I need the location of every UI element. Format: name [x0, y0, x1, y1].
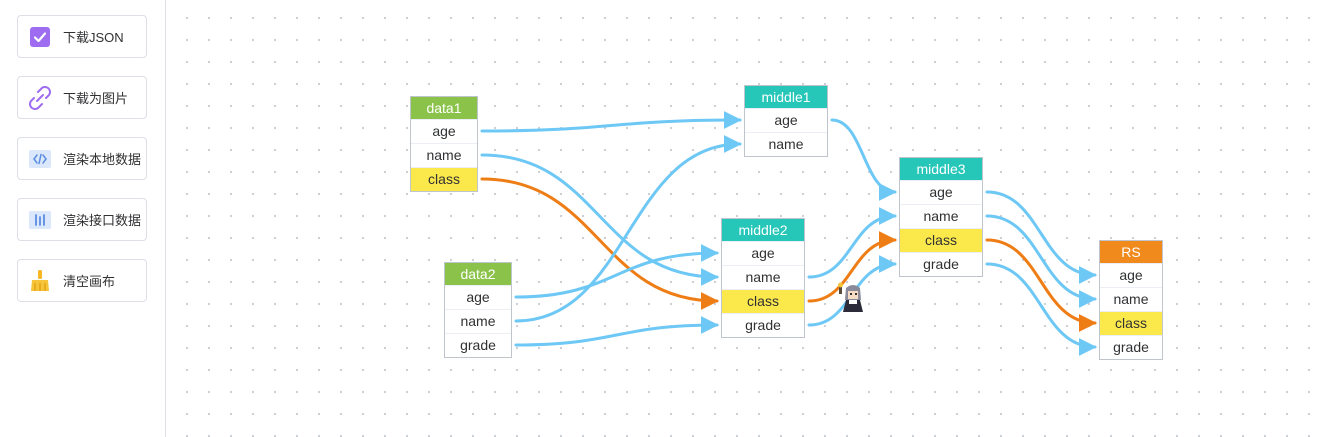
render-api-data-label: 渲染接口数据 — [63, 213, 142, 228]
field-grade[interactable]: grade — [1100, 335, 1162, 359]
node-data2[interactable]: data2 age name grade — [444, 262, 512, 358]
field-name[interactable]: name — [1100, 287, 1162, 311]
field-grade[interactable]: grade — [722, 313, 804, 337]
field-class[interactable]: class — [411, 167, 477, 191]
field-class[interactable]: class — [1100, 311, 1162, 335]
node-title[interactable]: middle3 — [900, 158, 982, 180]
render-api-data-button[interactable]: 渲染接口数据 — [17, 198, 147, 241]
mascot-cursor-icon — [838, 282, 863, 312]
clear-canvas-label: 清空画布 — [63, 274, 116, 289]
node-title[interactable]: middle2 — [722, 219, 804, 241]
node-middle1[interactable]: middle1 age name — [744, 85, 828, 157]
node-rs[interactable]: RS age name class grade — [1099, 240, 1163, 360]
bars-icon — [28, 208, 52, 232]
field-name[interactable]: name — [900, 204, 982, 228]
field-age[interactable]: age — [1100, 263, 1162, 287]
canvas-area[interactable] — [167, 0, 1325, 437]
render-local-data-label: 渲染本地数据 — [63, 152, 142, 167]
field-age[interactable]: age — [722, 241, 804, 265]
link-icon — [28, 85, 52, 110]
checkbox-icon — [28, 25, 52, 49]
node-middle3[interactable]: middle3 age name class grade — [899, 157, 983, 277]
node-title[interactable]: data1 — [411, 97, 477, 119]
field-class[interactable]: class — [900, 228, 982, 252]
node-title[interactable]: data2 — [445, 263, 511, 285]
node-middle2[interactable]: middle2 age name class grade — [721, 218, 805, 338]
field-age[interactable]: age — [745, 108, 827, 132]
toolbar-sidebar: 下载JSON 下载为图片 渲染本地数据 渲染接口数据 清空画布 — [0, 0, 166, 437]
field-age[interactable]: age — [411, 119, 477, 143]
field-age[interactable]: age — [900, 180, 982, 204]
node-data1[interactable]: data1 age name class — [410, 96, 478, 192]
node-title[interactable]: middle1 — [745, 86, 827, 108]
clear-canvas-button[interactable]: 清空画布 — [17, 259, 147, 302]
field-age[interactable]: age — [445, 285, 511, 309]
field-grade[interactable]: grade — [445, 333, 511, 357]
field-name[interactable]: name — [745, 132, 827, 156]
code-icon — [28, 147, 52, 171]
download-json-button[interactable]: 下载JSON — [17, 15, 147, 58]
download-image-button[interactable]: 下载为图片 — [17, 76, 147, 119]
field-name[interactable]: name — [445, 309, 511, 333]
field-class[interactable]: class — [722, 289, 804, 313]
field-name[interactable]: name — [411, 143, 477, 167]
broom-icon — [28, 269, 52, 293]
download-image-label: 下载为图片 — [63, 91, 129, 106]
node-title[interactable]: RS — [1100, 241, 1162, 263]
render-local-data-button[interactable]: 渲染本地数据 — [17, 137, 147, 180]
field-grade[interactable]: grade — [900, 252, 982, 276]
field-name[interactable]: name — [722, 265, 804, 289]
download-json-label: 下载JSON — [63, 30, 124, 45]
